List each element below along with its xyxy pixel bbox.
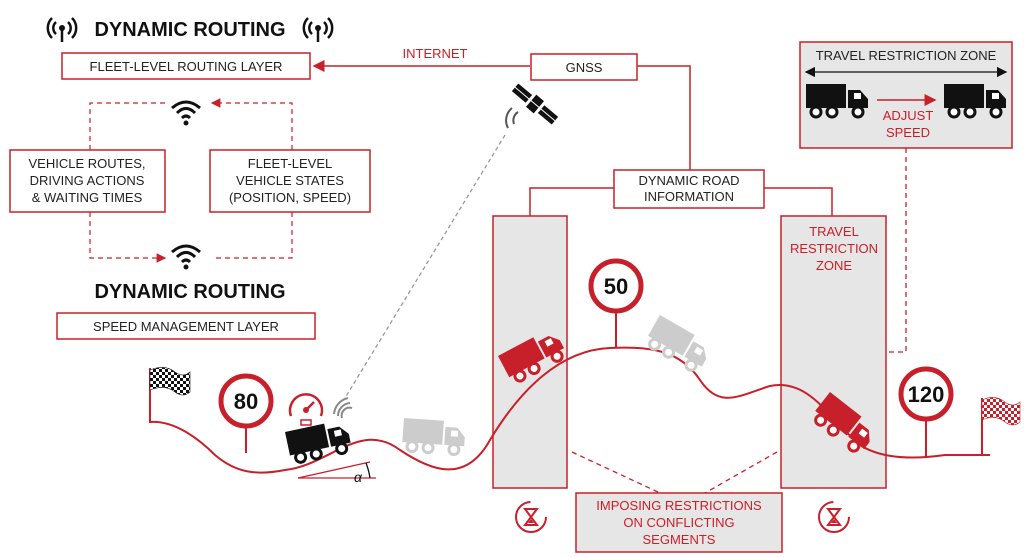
- speed-sign-50-label: 50: [604, 274, 628, 299]
- speed-sign-120: 120: [898, 366, 954, 458]
- vehicle-routes-line-3: & WAITING TIMES: [32, 190, 143, 205]
- road-info-line-1: DYNAMIC ROAD: [638, 173, 739, 188]
- vehicle-states-line-1: FLEET-LEVEL: [248, 156, 333, 171]
- checkered-flag-icon-end: [981, 397, 1021, 426]
- road-info-left-connector: [529, 187, 614, 216]
- fleet-layer-box: [61, 52, 311, 80]
- signal-icon: [333, 397, 353, 419]
- speed-sign-120-label: 120: [908, 382, 945, 407]
- speed-sign-80: 80: [218, 373, 274, 453]
- satellite-signal: [512, 111, 519, 125]
- gnss-connector: [637, 65, 691, 170]
- zone-label-line-2: RESTRICTION: [790, 241, 878, 256]
- zone-label-line-1: TRAVEL: [809, 224, 859, 239]
- wifi-icon-bottom: [171, 244, 201, 270]
- hourglass-icon-left: [515, 501, 547, 533]
- conflict-line-left: [571, 451, 661, 494]
- incline-angle-symbol: α: [354, 469, 363, 485]
- top-title: DYNAMIC ROUTING: [94, 19, 285, 41]
- gnss-label: GNSS: [566, 60, 603, 75]
- hourglass-icon-right: [818, 501, 850, 533]
- vehicle-routes-box: [9, 149, 166, 213]
- gnss-box: [530, 53, 638, 81]
- conflict-line-right: [704, 451, 778, 494]
- fleet-layer-label: FLEET-LEVEL ROUTING LAYER: [90, 59, 283, 74]
- speed-sign-50: 50: [588, 258, 644, 348]
- conflict-line-2: ON CONFLICTING: [623, 515, 734, 530]
- incline-slope: [297, 461, 371, 479]
- truck-icon-ghost-2: [642, 313, 716, 377]
- adjust-speed-line-2: SPEED: [886, 125, 930, 140]
- conflict-line-1: IMPOSING RESTRICTIONS: [596, 498, 762, 513]
- bottom-title: DYNAMIC ROUTING: [94, 281, 285, 303]
- panel-connector: [886, 148, 907, 353]
- zone-label-line-3: ZONE: [816, 258, 852, 273]
- internet-label: INTERNET: [403, 46, 468, 61]
- restriction-panel-title: TRAVEL RESTRICTION ZONE: [816, 48, 997, 63]
- loop-bottom-left: [89, 212, 167, 263]
- antenna-icon-right: [302, 17, 334, 42]
- truck-icon-ghost-1: [400, 416, 468, 457]
- vehicle-routes-line-2: DRIVING ACTIONS: [30, 173, 145, 188]
- speed-layer-box: [56, 312, 316, 340]
- adjust-speed-line-1: ADJUST: [883, 108, 934, 123]
- road-info-line-2: INFORMATION: [644, 189, 734, 204]
- satellite-link: [344, 134, 506, 399]
- truck-icon-active: [283, 417, 355, 466]
- antenna-icon-left: [46, 17, 78, 42]
- speed-layer-label: SPEED MANAGEMENT LAYER: [93, 319, 279, 334]
- road-info-box: [613, 169, 765, 209]
- restriction-zone-right: [780, 215, 887, 489]
- incline-arc: [365, 462, 371, 479]
- checkered-flag-icon-start: [149, 367, 191, 396]
- vehicle-states-box: [209, 149, 371, 213]
- vehicle-states-line-3: (POSITION, SPEED): [229, 190, 351, 205]
- satellite-icon: [511, 83, 559, 125]
- loop-top-left: [89, 102, 165, 150]
- speedometer-icon: [288, 393, 324, 426]
- loop-bottom-right: [212, 212, 293, 259]
- road-info-right-connector: [764, 187, 833, 216]
- wifi-icon-top: [171, 100, 201, 126]
- conflict-line-3: SEGMENTS: [643, 532, 716, 547]
- loop-top-right: [210, 98, 293, 150]
- vehicle-states-line-2: VEHICLE STATES: [236, 173, 344, 188]
- conflict-box: [575, 492, 783, 553]
- vehicle-routes-line-1: VEHICLE ROUTES,: [28, 156, 145, 171]
- speed-sign-80-label: 80: [234, 389, 258, 414]
